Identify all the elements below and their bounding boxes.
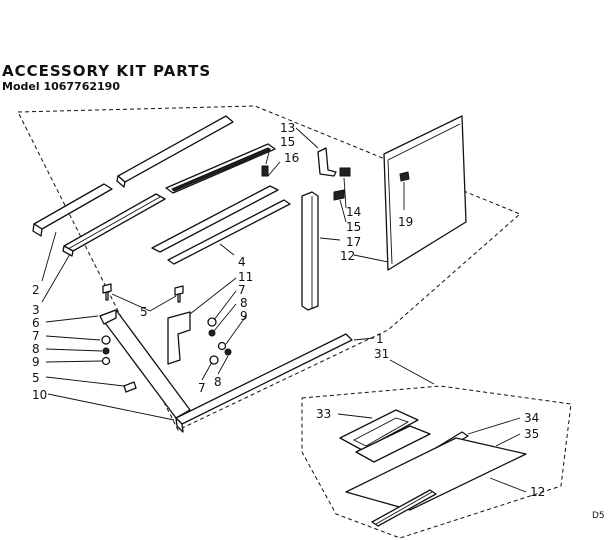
lockwasher-part-8c <box>224 348 232 356</box>
fastener-part-14 <box>339 167 351 177</box>
callout-8c: 8 <box>214 375 222 389</box>
leg-assembly-part-6 <box>99 309 191 419</box>
clip-part-13 <box>317 147 337 177</box>
callout-12: 12 <box>340 249 355 263</box>
callout-9b: 9 <box>240 309 248 323</box>
diagram-title: ACCESSORY KIT PARTS <box>2 62 212 80</box>
callout-10: 10 <box>32 388 47 402</box>
model-number: Model 1067762190 <box>2 80 120 93</box>
screw-part-15-top <box>261 165 269 177</box>
callout-7b: 7 <box>238 283 246 297</box>
callout-9: 9 <box>32 355 40 369</box>
gasket-part-33 <box>339 409 431 463</box>
callout-4: 4 <box>238 255 246 269</box>
callout-6: 6 <box>32 316 40 330</box>
base-rail-part-10 <box>175 333 353 433</box>
sub-kit-frame <box>301 385 572 539</box>
callout-14: 14 <box>346 205 361 219</box>
washer-part-7 <box>101 335 111 345</box>
support-strip-part-4 <box>151 185 291 265</box>
callout-33: 33 <box>316 407 331 421</box>
callout-15: 15 <box>280 135 295 149</box>
callout-8: 8 <box>32 342 40 356</box>
fastener-part-19 <box>399 171 410 182</box>
lockwasher-part-8 <box>102 347 110 355</box>
panel-part-12 <box>383 115 467 271</box>
channel-part-35b-line <box>375 491 433 525</box>
corner-code: D5 <box>592 511 605 521</box>
nut-part-9 <box>101 356 111 366</box>
callout-7c: 7 <box>198 381 206 395</box>
callout-2: 2 <box>32 283 40 297</box>
post-part-17 <box>301 191 319 311</box>
callout-13: 13 <box>280 121 295 135</box>
callout-7: 7 <box>32 329 40 343</box>
nut-part-9b <box>217 341 227 351</box>
callout-17: 17 <box>346 235 361 249</box>
callout-16: 16 <box>284 151 299 165</box>
side-rail-upper-part <box>116 115 234 188</box>
callout-5: 5 <box>32 371 40 385</box>
callout-31: 31 <box>374 347 389 361</box>
callout-12b: 12 <box>530 485 545 499</box>
side-rail-part-2 <box>32 183 113 237</box>
callout-15b: 15 <box>346 220 361 234</box>
callout-labels: 2 3 6 7 8 9 5 10 5 11 7 8 9 7 8 4 13 15 … <box>32 121 605 521</box>
callout-34: 34 <box>524 411 539 425</box>
base-panel-part-12b <box>345 437 527 511</box>
callout-11: 11 <box>238 270 253 284</box>
callout-5b: 5 <box>140 305 148 319</box>
screw-part-5 <box>123 381 137 393</box>
callout-3: 3 <box>32 303 40 317</box>
bolt-part-5a <box>102 283 112 301</box>
lockwasher-part-8b <box>208 329 216 337</box>
leader-lines <box>41 127 527 493</box>
channel-rail-upper-part <box>165 143 276 194</box>
callout-35: 35 <box>524 427 539 441</box>
callout-19: 19 <box>398 215 413 229</box>
screw-part-15-lower <box>333 189 345 201</box>
callout-1: 1 <box>376 332 384 346</box>
bracket-part-11 <box>167 311 191 365</box>
bolt-part-5b <box>174 285 184 303</box>
channel-rail-part-3 <box>62 193 166 257</box>
callout-8b: 8 <box>240 296 248 310</box>
